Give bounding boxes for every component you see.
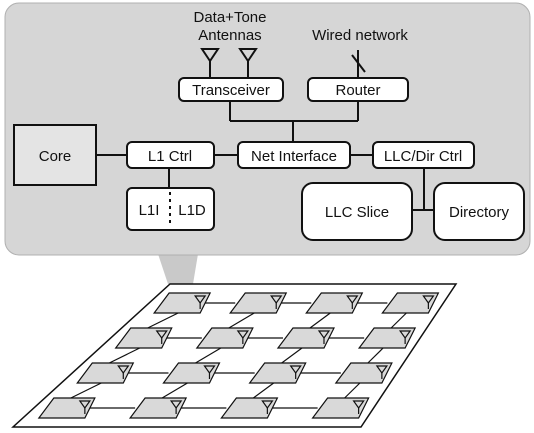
net-interface-label: Net Interface [251,148,337,165]
chip-outline [11,283,458,428]
directory-block: Directory [433,182,525,241]
zoom-wedge [158,254,198,284]
tile-antenna-icon [346,295,359,305]
transceiver-label: Transceiver [192,82,270,99]
mesh-link [228,312,255,329]
net-interface-block: Net Interface [237,141,351,169]
mesh-link [309,312,331,329]
tile-antenna-icon [236,330,250,340]
directory-label: Directory [449,204,510,221]
chip-grid [11,283,458,428]
tile-antenna-icon [398,330,412,340]
antennas-label-line1: Data+Tone [194,9,267,26]
core-label: Core [39,148,72,165]
mesh-link [281,347,303,364]
tile-antenna-icon [193,295,207,305]
l1-ctrl-label: L1 Ctrl [148,148,192,165]
mesh-link [161,382,188,399]
tile-antenna-icon [422,295,435,305]
wired-network-label: Wired network [312,27,408,44]
antenna-icon [200,48,220,78]
mesh-link [253,382,275,399]
tile-antenna-icon [375,365,389,375]
tile-antenna-icon [203,365,216,375]
router-block: Router [307,77,409,102]
antennas-label-line2: Antennas [198,27,261,44]
mesh-link [70,382,102,399]
l1i-label: L1I [139,202,160,219]
l1-ctrl-block: L1 Ctrl [126,141,215,169]
tile-antenna-icon [155,330,168,340]
llc-dir-ctrl-label: LLC/Dir Ctrl [384,148,462,165]
l1-cache-block: L1I L1D [126,187,215,231]
l1d-label: L1D [178,202,206,219]
tile-antenna-icon [261,400,274,410]
llc-slice-label: LLC Slice [325,204,389,221]
llc-dir-ctrl-block: LLC/Dir Ctrl [372,141,475,169]
mesh-link [367,347,384,364]
llc-slice-block: LLC Slice [301,182,413,241]
tile-antenna-icon [289,365,302,375]
tile-antenna-icon [352,400,365,410]
antenna-icon [238,48,258,78]
mesh-link [195,347,222,364]
mesh-link [390,312,407,329]
tile-antenna-icon [169,400,183,410]
mesh-link [344,382,361,399]
router-label: Router [335,82,380,99]
mesh-link [109,347,140,364]
wired-network-slash-icon [351,54,366,73]
core-block: Core [13,124,97,186]
tile-antenna-icon [317,330,331,340]
transceiver-block: Transceiver [178,77,284,102]
mesh-link [147,312,179,329]
tile-antenna-icon [270,295,283,305]
tile-antenna-icon [117,365,130,375]
tile-antenna-icon [78,400,92,410]
interconnect-wires [96,101,434,211]
